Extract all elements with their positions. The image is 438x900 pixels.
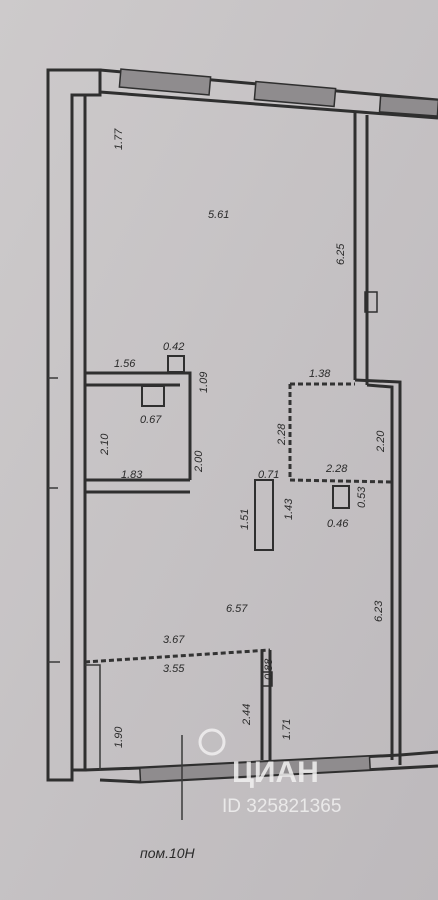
dim-561: 5.61 (208, 209, 229, 221)
interior-walls (48, 355, 393, 820)
watermark: ЦИАН ID 325821365 (198, 728, 341, 817)
dim-228v: 2.28 (276, 423, 288, 446)
dim-657: 6.57 (226, 603, 248, 615)
dim-228h: 2.28 (325, 463, 348, 475)
dim-109: 1.09 (198, 372, 210, 393)
watermark-brand: ЦИАН (232, 756, 319, 789)
cian-logo-icon (198, 728, 226, 756)
dimension-labels: 1.77 5.61 6.25 0.42 1.56 1.09 0.67 2.10 … (99, 128, 387, 748)
window-bottom (139, 755, 371, 783)
window-top-2 (253, 80, 337, 108)
dim-053: 0.53 (356, 486, 368, 508)
shaft-top (167, 355, 185, 373)
dim-138: 1.38 (309, 368, 331, 380)
dim-183: 1.83 (121, 469, 143, 481)
dim-200: 2.00 (193, 450, 205, 473)
watermark-id: ID 325821365 (222, 796, 341, 817)
dim-190: 1.90 (113, 726, 125, 748)
door-stub (261, 671, 273, 687)
dim-623: 6.23 (373, 600, 385, 622)
dim-220: 2.20 (375, 430, 387, 453)
dim-151: 1.51 (239, 509, 251, 530)
dim-177: 1.77 (113, 128, 125, 150)
plan-caption: пом.10Н (140, 845, 196, 861)
window-top-1 (118, 68, 212, 96)
dim-088: 0.88 (263, 658, 275, 680)
dim-355: 3.55 (163, 663, 185, 675)
window-top-3 (378, 95, 438, 117)
shaft-mid (141, 385, 165, 407)
dim-071: 0.71 (258, 469, 279, 481)
dim-042: 0.42 (163, 341, 184, 353)
dim-625: 6.25 (335, 243, 347, 265)
dim-171: 1.71 (281, 719, 293, 740)
dim-244: 2.44 (241, 704, 253, 726)
dim-046: 0.46 (327, 518, 349, 530)
dim-143: 1.43 (283, 498, 295, 520)
dim-367: 3.67 (163, 634, 185, 646)
dim-210a: 2.10 (99, 433, 111, 456)
outer-walls (46, 68, 438, 784)
dim-067: 0.67 (140, 414, 162, 426)
dim-156: 1.56 (114, 358, 136, 370)
partition-stub (254, 479, 274, 551)
shaft-bath (332, 485, 350, 509)
column-box (364, 291, 378, 313)
